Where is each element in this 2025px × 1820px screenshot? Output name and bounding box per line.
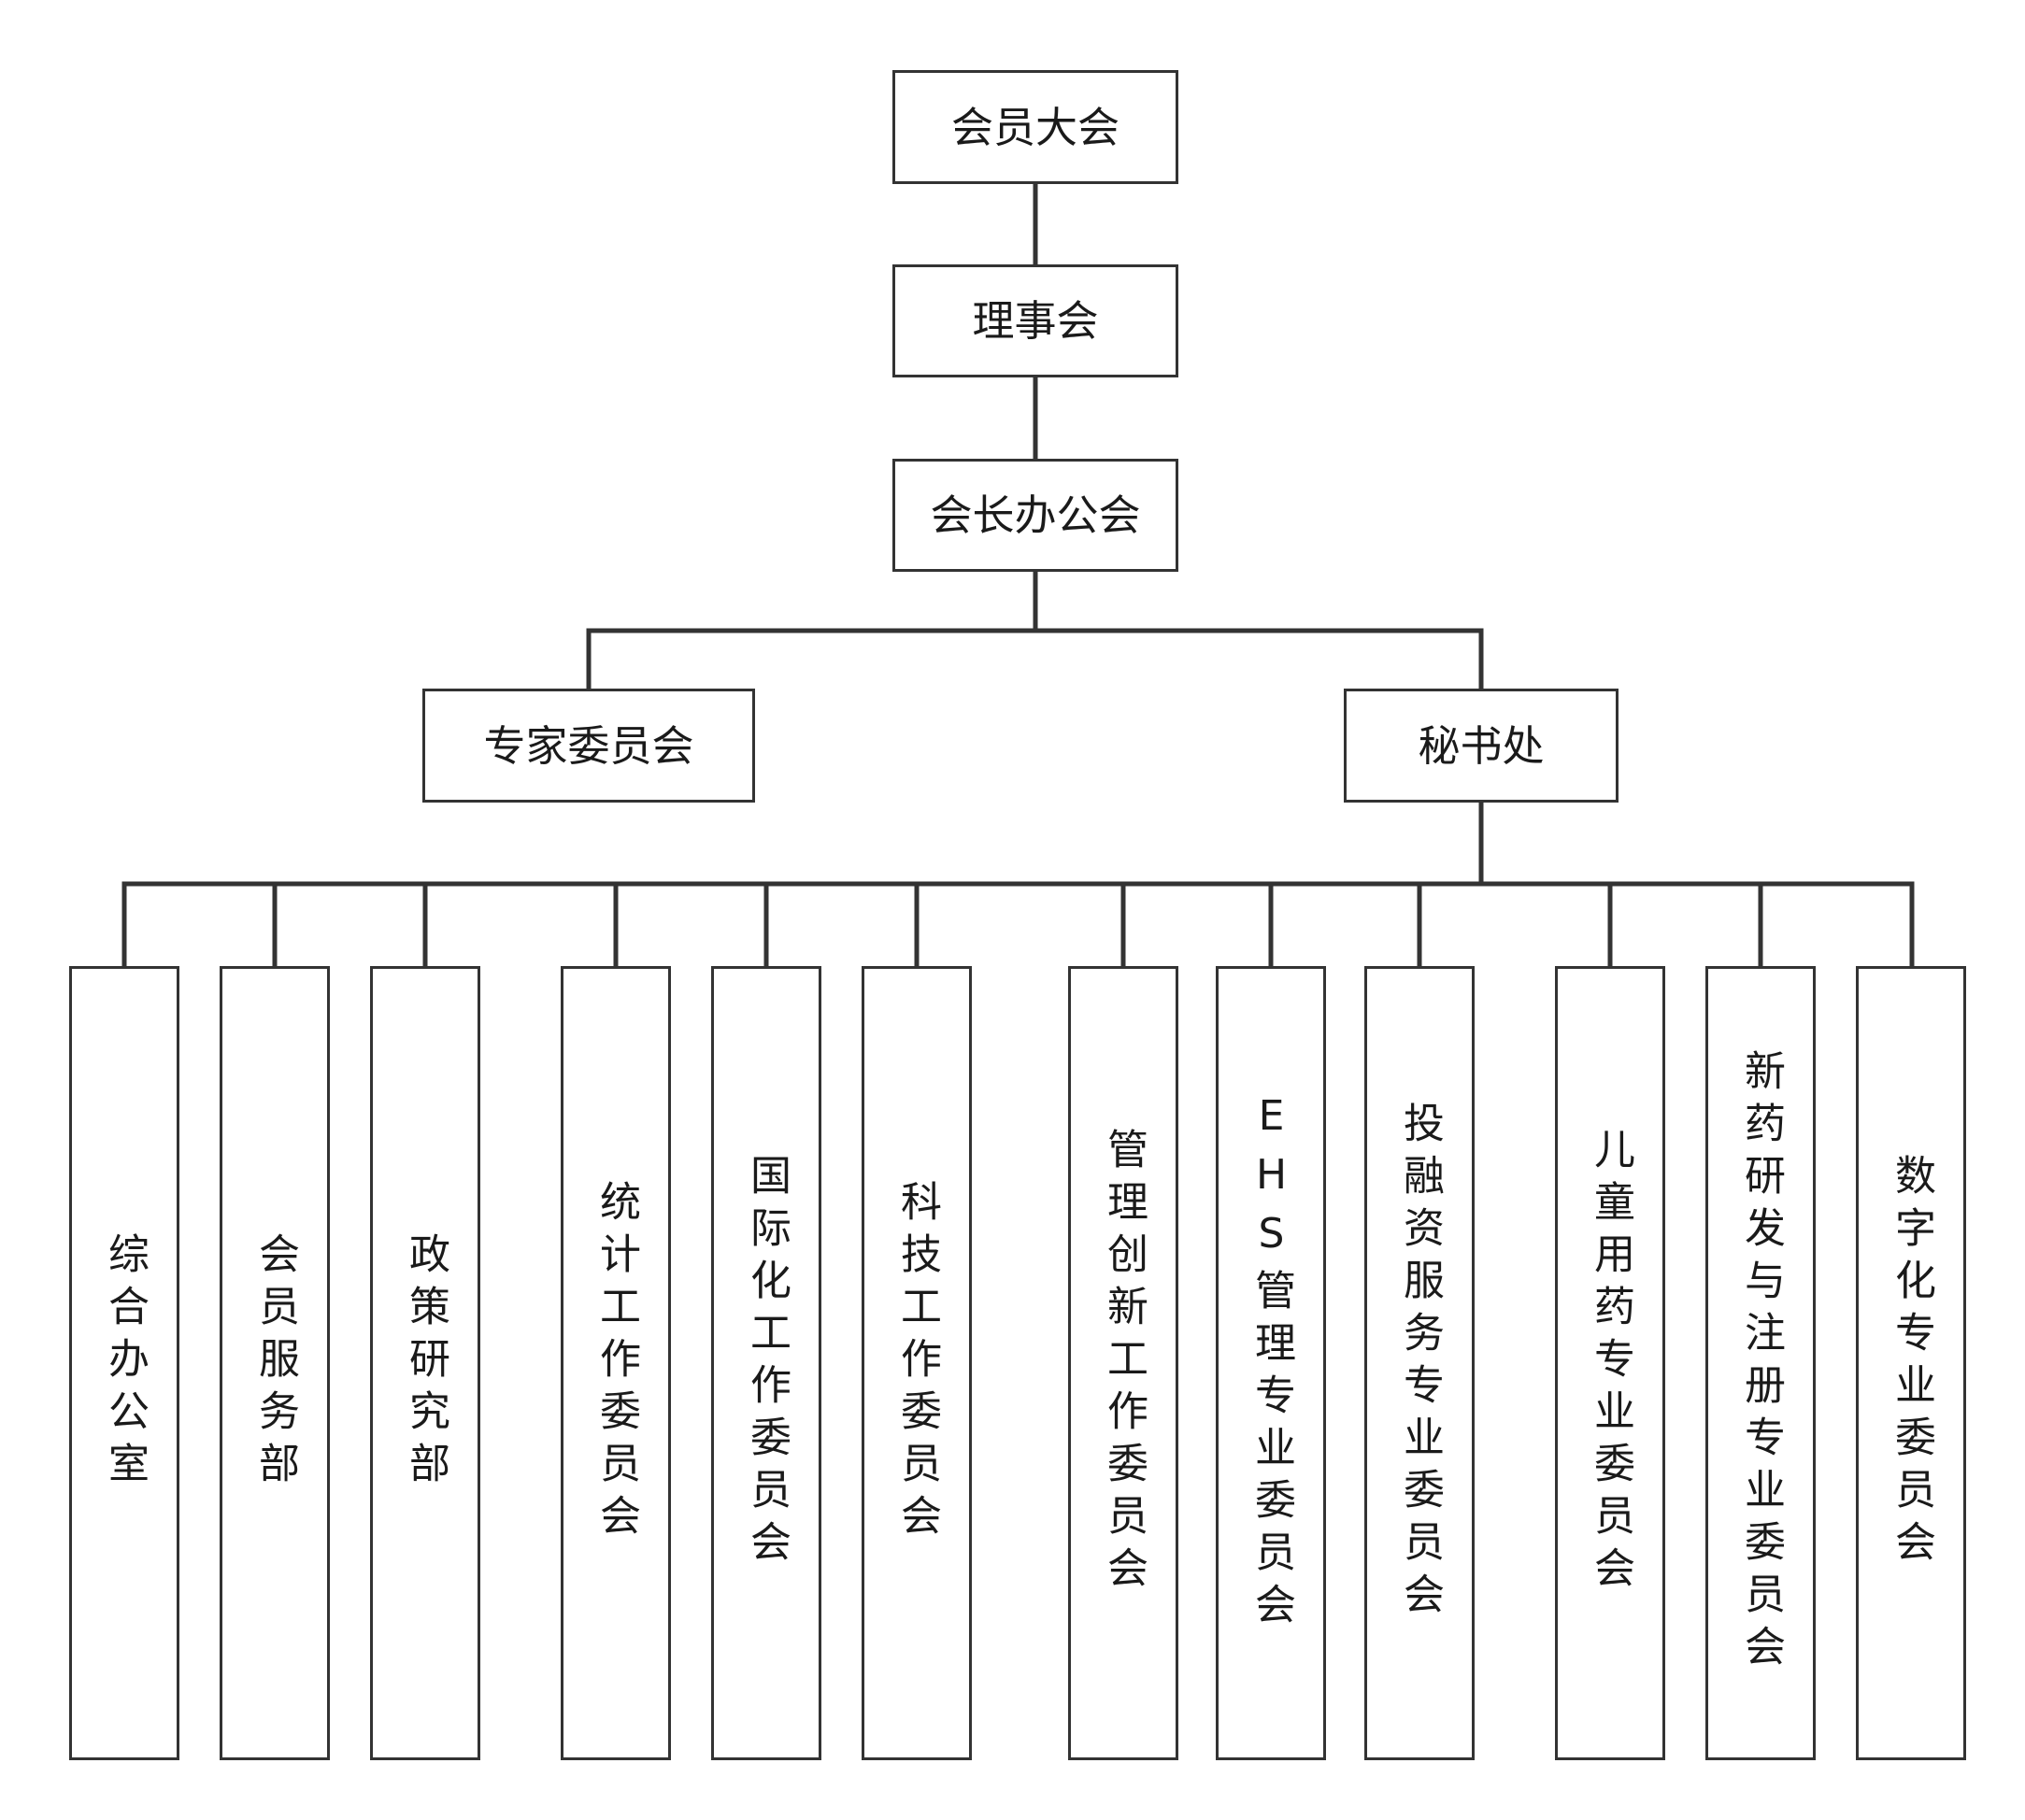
node-department: 儿童用药专业委员会 (1555, 966, 1665, 1760)
node-secretariat: 秘书处 (1344, 689, 1619, 803)
node-department: 政策研究部 (370, 966, 480, 1760)
department-label: 管理创新工作委员会 (1100, 1128, 1148, 1599)
node-label: 会员大会 (950, 102, 1119, 152)
department-label: 儿童用药专业委员会 (1587, 1128, 1634, 1599)
node-department: 国际化工作委员会 (711, 966, 821, 1760)
node-council: 理事会 (892, 264, 1178, 377)
department-label: 综合办公室 (101, 1232, 149, 1494)
connector-department-bus (121, 881, 1915, 969)
node-label: 会长办公会 (930, 491, 1141, 540)
node-department: 管理创新工作委员会 (1068, 966, 1178, 1760)
connector-office-branches (586, 628, 1484, 691)
node-department: EHS管理专业委员会 (1216, 966, 1326, 1760)
node-expert-committee: 专家委员会 (422, 689, 755, 803)
node-label: 秘书处 (1418, 720, 1545, 771)
node-department: 数字化专业委员会 (1856, 966, 1966, 1760)
node-department: 综合办公室 (69, 966, 179, 1760)
node-department: 统计工作委员会 (561, 966, 671, 1760)
department-label: 国际化工作委员会 (743, 1154, 791, 1572)
node-department: 科技工作委员会 (862, 966, 972, 1760)
node-label: 理事会 (972, 296, 1099, 346)
node-label: 专家委员会 (483, 720, 694, 771)
node-department: 会员服务部 (220, 966, 330, 1760)
department-label: 统计工作委员会 (592, 1180, 640, 1546)
node-department: 新药研发与注册专业委员会 (1705, 966, 1816, 1760)
department-label: 投融资服务专业委员会 (1396, 1102, 1444, 1625)
node-general-assembly: 会员大会 (892, 70, 1178, 184)
department-label: 科技工作委员会 (893, 1180, 941, 1546)
department-label: 会员服务部 (251, 1232, 299, 1494)
node-president-office: 会长办公会 (892, 459, 1178, 572)
department-label: 政策研究部 (402, 1232, 449, 1494)
department-label: 新药研发与注册专业委员会 (1737, 1049, 1785, 1677)
node-department: 投融资服务专业委员会 (1364, 966, 1475, 1760)
department-label: 数字化专业委员会 (1888, 1154, 1935, 1572)
department-label: EHS管理专业委员会 (1248, 1091, 1295, 1635)
